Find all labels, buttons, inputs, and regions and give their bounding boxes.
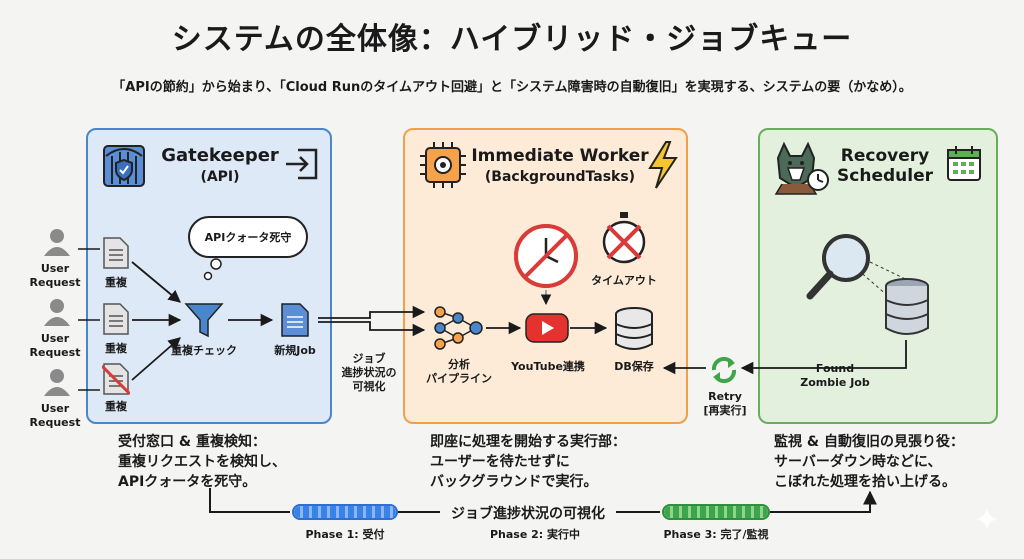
youtube-label: YouTube連携: [511, 360, 585, 373]
magnifier-icon: [806, 234, 870, 300]
cpu-icon: [420, 142, 466, 188]
user-label: Request: [29, 346, 81, 359]
pipeline-icon: [434, 306, 483, 350]
duplicate-label: 重複: [105, 276, 127, 289]
dedupe-label: 重複チェック: [171, 344, 237, 357]
database-icon: [885, 278, 929, 335]
sparkle-icon: [975, 507, 999, 531]
retry-label: Retry [再実行]: [703, 390, 747, 417]
rejected-document-icon: [102, 363, 130, 396]
user-label: Request: [29, 416, 81, 429]
watchdog-icon: [774, 141, 829, 195]
gate-icon: [103, 145, 145, 187]
lightning-icon: [648, 141, 678, 189]
phase-1-label: Phase 1: 受付: [305, 528, 385, 541]
duplicate-label: 重複: [105, 400, 127, 413]
retry-icon: [711, 356, 737, 384]
gatekeeper-title: Gatekeeper: [161, 145, 279, 166]
phase-3-label: Phase 3: 完了/監視: [663, 528, 769, 541]
worker-title: Immediate Worker: [471, 146, 649, 166]
timeout-stopwatch-icon: [602, 212, 646, 264]
worker-description: 即座に処理を開始する実行部： ユーザーを待たせずに バックグラウンドで実行。: [430, 434, 626, 490]
phase-1-bar: [292, 504, 398, 520]
user-label: Request: [29, 276, 81, 289]
worker-subtitle: (BackgroundTasks): [484, 169, 636, 185]
pipeline-label: 分析 パイプライン: [426, 358, 492, 385]
page-subtitle: 「APIの節約」から始まり、「Cloud Runのタイムアウト回避」と「システム…: [112, 80, 912, 95]
youtube-icon: [525, 313, 569, 343]
user-icon: [44, 369, 70, 396]
user-label: User: [40, 262, 70, 275]
user-icon: [44, 229, 70, 256]
no-clock-icon: [514, 224, 578, 288]
login-icon: [286, 148, 318, 180]
cloud-tail: [203, 258, 222, 281]
connector-label: ジョブ 進捗状況の 可視化: [341, 352, 397, 393]
gatekeeper-description: 受付窓口 & 重複検知： 重複リクエストを検知し、 APIクォータを死守。: [118, 434, 286, 490]
new-job-icon: [281, 303, 309, 337]
timeout-label: タイムアウト: [591, 274, 657, 287]
calendar-icon: [947, 146, 981, 181]
page-title: システムの全体像：ハイブリッド・ジョブキュー: [171, 22, 853, 57]
phase-2-label: Phase 2: 実行中: [489, 528, 581, 541]
quota-cloud: APIクォータ死守: [188, 216, 308, 258]
zombie-job-label: Found Zombie Job: [800, 362, 870, 389]
user-icon: [44, 299, 70, 326]
duplicate-label: 重複: [105, 342, 127, 355]
recovery-description: 監視 & 自動復旧の見張り役： サーバーダウン時などに、 こぼれた処理を拾い上げ…: [774, 434, 964, 490]
filter-icon: [184, 303, 224, 338]
document-icon: [103, 303, 129, 335]
db-label: DB保存: [614, 360, 654, 373]
new-job-label: 新規Job: [274, 344, 316, 357]
phase-3-bar: [662, 504, 770, 520]
document-icon: [103, 237, 129, 269]
phase-1-fill: [294, 506, 396, 518]
user-label: User: [40, 402, 70, 415]
database-icon: [615, 307, 653, 350]
recovery-title: Recovery Scheduler: [837, 146, 933, 186]
gatekeeper-subtitle: (API): [200, 169, 240, 185]
progress-title: ジョブ進捗状況の可視化: [451, 506, 605, 522]
phase-3-fill: [664, 506, 768, 518]
user-label: User: [40, 332, 70, 345]
